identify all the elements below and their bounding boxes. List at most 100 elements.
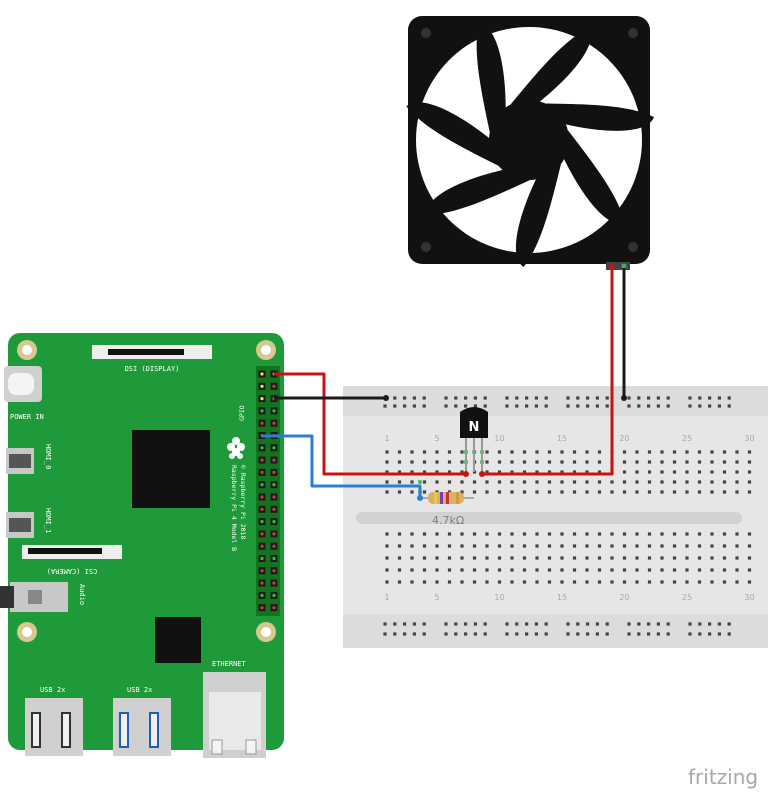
bb-column-number: 15 <box>557 434 567 443</box>
fan-blade <box>558 130 625 225</box>
bb-hole <box>647 532 652 536</box>
bb-hole <box>397 556 402 560</box>
bb-hole <box>497 532 502 536</box>
bb-rail-hole <box>566 632 570 636</box>
bb-hole <box>735 544 739 548</box>
bb-hole <box>635 580 639 584</box>
bb-rail-hole <box>422 622 426 626</box>
bb-rail-hole <box>444 404 448 408</box>
bb-hole <box>435 568 439 572</box>
bb-hole <box>697 544 702 548</box>
bb-hole <box>660 490 664 494</box>
bb-hole <box>410 490 414 494</box>
bb-rail-hole <box>525 396 529 400</box>
bb-hole <box>647 490 652 494</box>
bb-hole <box>697 568 702 572</box>
bb-hole <box>710 568 714 572</box>
bb-rail-hole <box>605 396 609 400</box>
bb-hole <box>560 490 564 494</box>
bb-hole <box>597 490 602 494</box>
bb-rail-hole <box>688 632 692 636</box>
bb-hole <box>660 532 664 536</box>
bb-rail-hole <box>454 622 458 626</box>
bb-rail-hole <box>412 404 416 408</box>
bb-hole <box>685 580 689 584</box>
bb-rail-hole <box>576 404 580 408</box>
fan-connector <box>606 262 630 270</box>
fan-blade <box>545 103 654 131</box>
bb-hole <box>447 450 452 454</box>
bb-hole <box>697 450 702 454</box>
bb-hole <box>460 470 464 474</box>
bb-hole <box>410 480 414 484</box>
soc-chip <box>132 430 210 508</box>
bb-hole <box>435 470 439 474</box>
bb-hole <box>485 568 489 572</box>
transistor-label: N <box>469 420 480 435</box>
bb-hole <box>697 480 702 484</box>
bb-hole <box>435 556 439 560</box>
bb-column-number: 30 <box>744 434 754 443</box>
bb-rail-hole <box>576 396 580 400</box>
bb-rail-hole <box>586 396 590 400</box>
bb-hole <box>497 544 502 548</box>
bb-hole <box>747 470 752 474</box>
bb-rail-hole <box>403 632 407 636</box>
bb-hole <box>485 490 489 494</box>
bb-hole <box>435 580 439 584</box>
bb-hole <box>585 470 589 474</box>
bb-rail-hole <box>412 632 416 636</box>
bb-hole <box>585 450 589 454</box>
bb-hole <box>497 470 502 474</box>
bb-hole <box>447 568 452 572</box>
bb-rail-hole <box>586 632 590 636</box>
fan <box>406 16 654 270</box>
bb-rail-hole <box>483 396 487 400</box>
wire-red-5v <box>274 372 466 476</box>
bb-rail-hole <box>566 396 570 400</box>
bb-rail-hole <box>666 622 670 626</box>
bb-hole <box>660 568 664 572</box>
bb-rail-hole <box>576 632 580 636</box>
bb-hole <box>572 568 577 572</box>
bb-hole <box>722 460 727 464</box>
bb-hole <box>472 580 477 584</box>
bb-hole <box>510 460 514 464</box>
bb-hole <box>710 556 714 560</box>
bb-hole <box>460 568 464 572</box>
bb-hole <box>422 490 427 494</box>
bb-hole <box>510 470 514 474</box>
bb-hole <box>597 580 602 584</box>
bb-hole <box>510 490 514 494</box>
bb-rail-hole <box>656 622 660 626</box>
bb-rail-hole <box>717 622 721 626</box>
bb-hole <box>485 480 489 484</box>
bb-hole <box>485 460 489 464</box>
resistor-label: 4.7kΩ <box>432 514 464 527</box>
bb-rail-hole <box>544 622 548 626</box>
bb-hole <box>385 470 389 474</box>
bb-hole <box>447 470 452 474</box>
breadboard-holes <box>383 396 752 636</box>
bb-hole <box>685 490 689 494</box>
bb-hole <box>635 544 639 548</box>
bb-hole <box>510 480 514 484</box>
bb-rail-hole <box>483 632 487 636</box>
bb-rail-hole <box>534 632 538 636</box>
bb-hole <box>535 460 539 464</box>
bb-hole <box>660 544 664 548</box>
bb-rail-hole <box>544 404 548 408</box>
bb-hole <box>735 580 739 584</box>
bb-hole <box>385 450 389 454</box>
bb-hole <box>660 580 664 584</box>
bb-hole <box>622 556 627 560</box>
bb-rail-hole <box>595 622 599 626</box>
bb-hole <box>610 556 614 560</box>
bb-rail-hole <box>647 632 651 636</box>
bb-hole <box>547 490 552 494</box>
bb-rail-hole <box>666 632 670 636</box>
bb-hole <box>535 450 539 454</box>
bb-hole <box>510 532 514 536</box>
bb-hole <box>647 480 652 484</box>
